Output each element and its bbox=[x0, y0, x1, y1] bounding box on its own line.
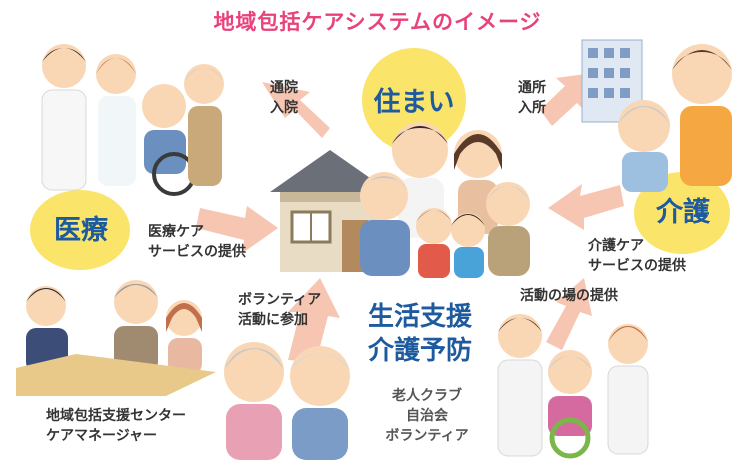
medical-team-illustration bbox=[41, 44, 224, 196]
label-activity-place: 活動の場の提供 bbox=[520, 288, 618, 304]
meeting-illustration bbox=[16, 280, 216, 396]
node-prevention-line2: 介護予防 bbox=[367, 336, 472, 366]
node-medical: 医療 bbox=[54, 215, 108, 246]
label-care-service: 介護ケア サービスの提供 bbox=[588, 238, 686, 274]
staff-wheelchair-illustration bbox=[497, 314, 649, 459]
node-care: 介護 bbox=[656, 197, 710, 228]
label-volunteer: ボランティア 活動に参加 bbox=[238, 292, 322, 328]
node-housing: 住まい bbox=[373, 87, 455, 118]
arrow-activity bbox=[546, 278, 592, 350]
node-prevention-line1: 生活支援 bbox=[367, 302, 472, 332]
arrow-from-medical bbox=[196, 206, 278, 252]
label-community: 老人クラブ 自治会 ボランティア bbox=[385, 388, 469, 444]
medical-circle bbox=[30, 190, 130, 270]
label-center: 地域包括支援センター ケアマネージャー bbox=[46, 408, 186, 444]
seniors-illustration bbox=[224, 342, 350, 460]
label-hospital-visit: 通院 入院 bbox=[270, 80, 298, 116]
label-medical-service: 医療ケア サービスの提供 bbox=[148, 224, 246, 260]
arrow-volunteer bbox=[288, 278, 340, 362]
page-title: 地域包括ケアシステムのイメージ bbox=[213, 10, 542, 34]
arrow-to-medical bbox=[262, 82, 330, 138]
label-daycare-visit: 通所 入所 bbox=[518, 80, 546, 116]
family-illustration bbox=[360, 122, 530, 278]
care-facility-illustration bbox=[581, 39, 732, 192]
node-prevention: 生活支援 介護予防 bbox=[340, 300, 500, 368]
arrow-from-care bbox=[548, 184, 624, 230]
